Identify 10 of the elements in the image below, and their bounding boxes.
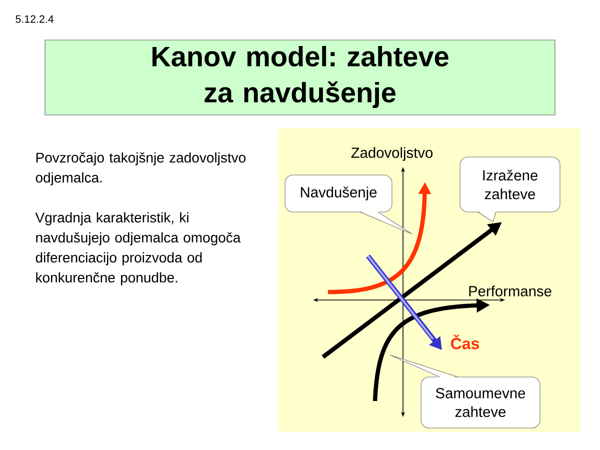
body-text: Povzročajo takojšnje zadovoljstvo odjemalca. xyxy=(36,152,246,186)
callout-bubble: Izražene zahteve xyxy=(460,156,560,222)
body-text: Vgradnja karakteristik, ki navdušujejo odjemalca omogoča diferenciacijo proizvoda od konkurenčne ponudbe. xyxy=(35,212,241,286)
slide-number: 5.12.2.4 xyxy=(16,15,54,23)
callout-bubble: Navdušenje xyxy=(284,174,412,234)
time-label: Čas xyxy=(450,334,480,350)
title-box: Kanov model: zahteve za navdušenje xyxy=(44,40,556,116)
axis-label: Zadovoljstvo xyxy=(351,147,433,161)
callout-bubble: Samoumevne zahteve xyxy=(390,354,540,428)
axis-label: Performanse xyxy=(469,286,552,296)
